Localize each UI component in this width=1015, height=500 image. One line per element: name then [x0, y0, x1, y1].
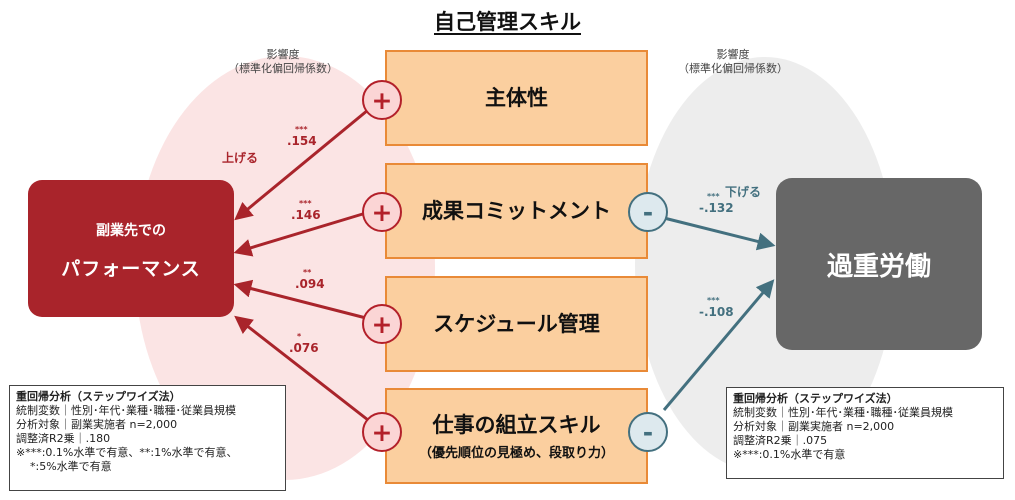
coef-shutaisei-performance: *** .154: [287, 125, 317, 149]
regression-note-right: 重回帰分析（ステップワイズ法） 統制変数｜性別･年代･業種･職種･従業員規模 分…: [726, 387, 1004, 479]
page-title: 自己管理スキル: [434, 10, 581, 34]
coef-commitment-performance: *** .146: [291, 199, 321, 223]
regression-note-left: 重回帰分析（ステップワイズ法） 統制変数｜性別･年代･業種･職種･従業員規模 分…: [9, 385, 286, 491]
skill-box-kumitate: 仕事の組立スキル （優先順位の見極め、段取り力）: [385, 388, 648, 484]
minus-icon: -: [628, 412, 668, 452]
arrow-shutaisei-performance: [234, 108, 369, 221]
direction-up-label: 上げる: [222, 151, 259, 165]
skill-box-schedule: スケジュール管理: [385, 276, 648, 372]
overwork-box: 過重労働: [776, 178, 982, 350]
plus-icon: +: [362, 304, 402, 344]
arrow-commitment-performance: [233, 211, 367, 257]
skill-box-commitment: 成果コミットメント: [385, 163, 648, 259]
coef-schedule-performance: ** .094: [295, 268, 325, 292]
arrow-kumitate-overwork: [662, 279, 775, 411]
right-axis-note: 影響度 （標準化偏回帰係数）: [678, 48, 788, 75]
minus-icon: -: [628, 192, 668, 232]
arrow-kumitate-performance: [234, 315, 369, 422]
coef-commitment-overwork: *** -.132: [699, 192, 734, 216]
plus-icon: +: [362, 412, 402, 452]
performance-box: 副業先での パフォーマンス: [28, 180, 234, 317]
arrow-commitment-overwork: [663, 216, 776, 251]
plus-icon: +: [362, 80, 402, 120]
left-axis-note: 影響度 （標準化偏回帰係数）: [228, 48, 338, 75]
left-influence-ellipse: [135, 56, 435, 480]
skill-box-shutaisei: 主体性: [385, 50, 648, 146]
arrow-schedule-performance: [233, 279, 367, 320]
direction-down-label: 下げる: [725, 185, 762, 199]
coef-kumitate-performance: * .076: [289, 332, 319, 356]
plus-icon: +: [362, 192, 402, 232]
coef-kumitate-overwork: *** -.108: [699, 296, 734, 320]
